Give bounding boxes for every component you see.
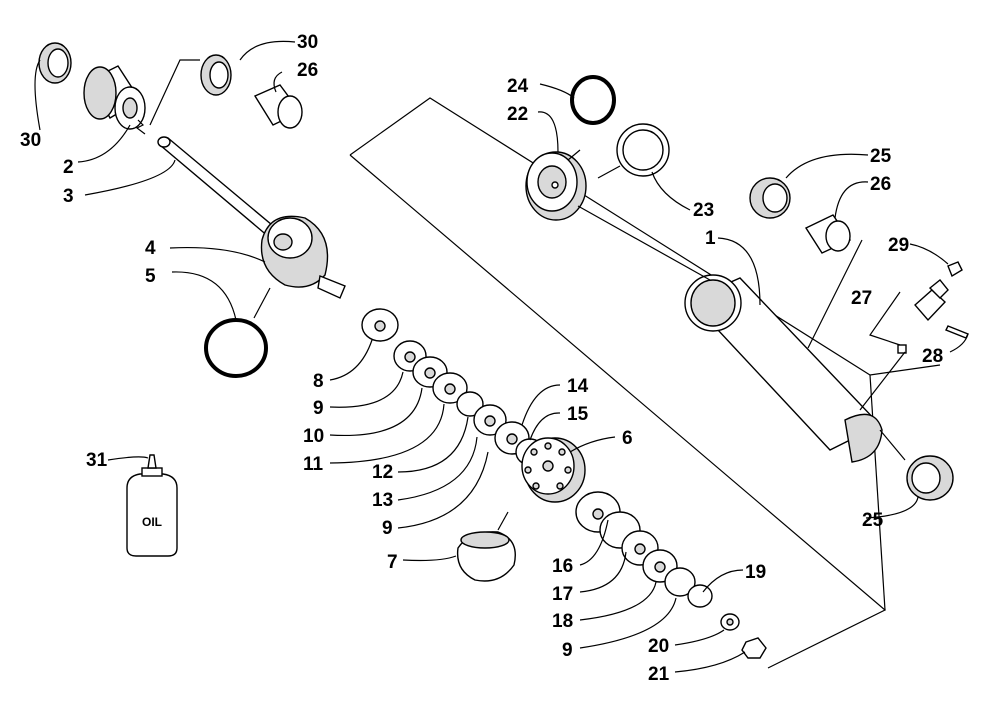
part-7-band	[456, 531, 516, 582]
callout-26-top: 26	[297, 60, 318, 81]
callout-22: 22	[507, 104, 528, 125]
callout-20: 20	[648, 636, 669, 657]
part-6-piston	[521, 437, 586, 503]
callout-4: 4	[145, 238, 156, 259]
callout-25-bottom: 25	[862, 510, 884, 531]
washer-stack-upper	[361, 308, 545, 466]
part-27-valve	[897, 279, 949, 354]
part-26-right	[804, 214, 852, 254]
callout-16: 16	[552, 556, 573, 577]
part-23-ring	[616, 123, 670, 177]
callout-29: 29	[888, 235, 909, 256]
part-22-cap	[525, 151, 587, 221]
callout-28: 28	[922, 346, 943, 367]
washer-stack-lower	[575, 491, 767, 659]
callout-23: 23	[693, 200, 714, 221]
callout-24: 24	[507, 76, 529, 97]
callout-19: 19	[745, 562, 766, 583]
part-2-eye	[83, 65, 146, 135]
part-29-screw	[947, 261, 963, 278]
oil-label: OIL	[142, 515, 162, 529]
callout-30-left: 30	[20, 130, 41, 151]
callout-14: 14	[567, 376, 589, 397]
callout-10: 10	[303, 426, 324, 447]
callout-1: 1	[705, 228, 716, 249]
callout-3: 3	[63, 186, 74, 207]
part-31-oil-bottle	[126, 454, 178, 557]
callout-15: 15	[567, 404, 589, 425]
callout-labels: 30 26 30 2 3 4 5 8 9 10 11 12 13 9 7 14 …	[20, 32, 943, 685]
part-1-cylinder	[684, 274, 883, 463]
part-28-pin	[945, 325, 969, 339]
callout-5: 5	[145, 266, 156, 287]
leader-lines	[34, 40, 969, 673]
callout-26-right: 26	[870, 174, 891, 195]
part-4-body	[260, 215, 346, 299]
part-25-top	[749, 177, 791, 219]
callout-2: 2	[63, 157, 74, 178]
callout-7: 7	[387, 552, 398, 573]
part-30-left	[38, 42, 72, 84]
callout-12: 12	[372, 462, 393, 483]
callout-9-b: 9	[382, 518, 393, 539]
callout-8: 8	[313, 371, 324, 392]
callout-18: 18	[552, 611, 573, 632]
callout-25-top: 25	[870, 146, 892, 167]
callout-9-a: 9	[313, 398, 324, 419]
part-26-top	[253, 84, 303, 129]
callout-31: 31	[86, 450, 108, 471]
callout-9-c: 9	[562, 640, 573, 661]
callout-30-top: 30	[297, 32, 318, 53]
callout-13: 13	[372, 490, 393, 511]
part-5-o-ring	[204, 318, 268, 378]
assembly-outline	[349, 97, 941, 669]
part-25-bottom	[906, 455, 954, 501]
callout-11: 11	[303, 454, 324, 475]
bracket-27	[869, 291, 901, 346]
callout-21: 21	[648, 664, 670, 685]
callout-6: 6	[622, 428, 633, 449]
callout-27: 27	[851, 288, 872, 309]
part-24-o-ring	[570, 75, 616, 125]
part-30-right	[200, 54, 232, 96]
callout-17: 17	[552, 584, 573, 605]
